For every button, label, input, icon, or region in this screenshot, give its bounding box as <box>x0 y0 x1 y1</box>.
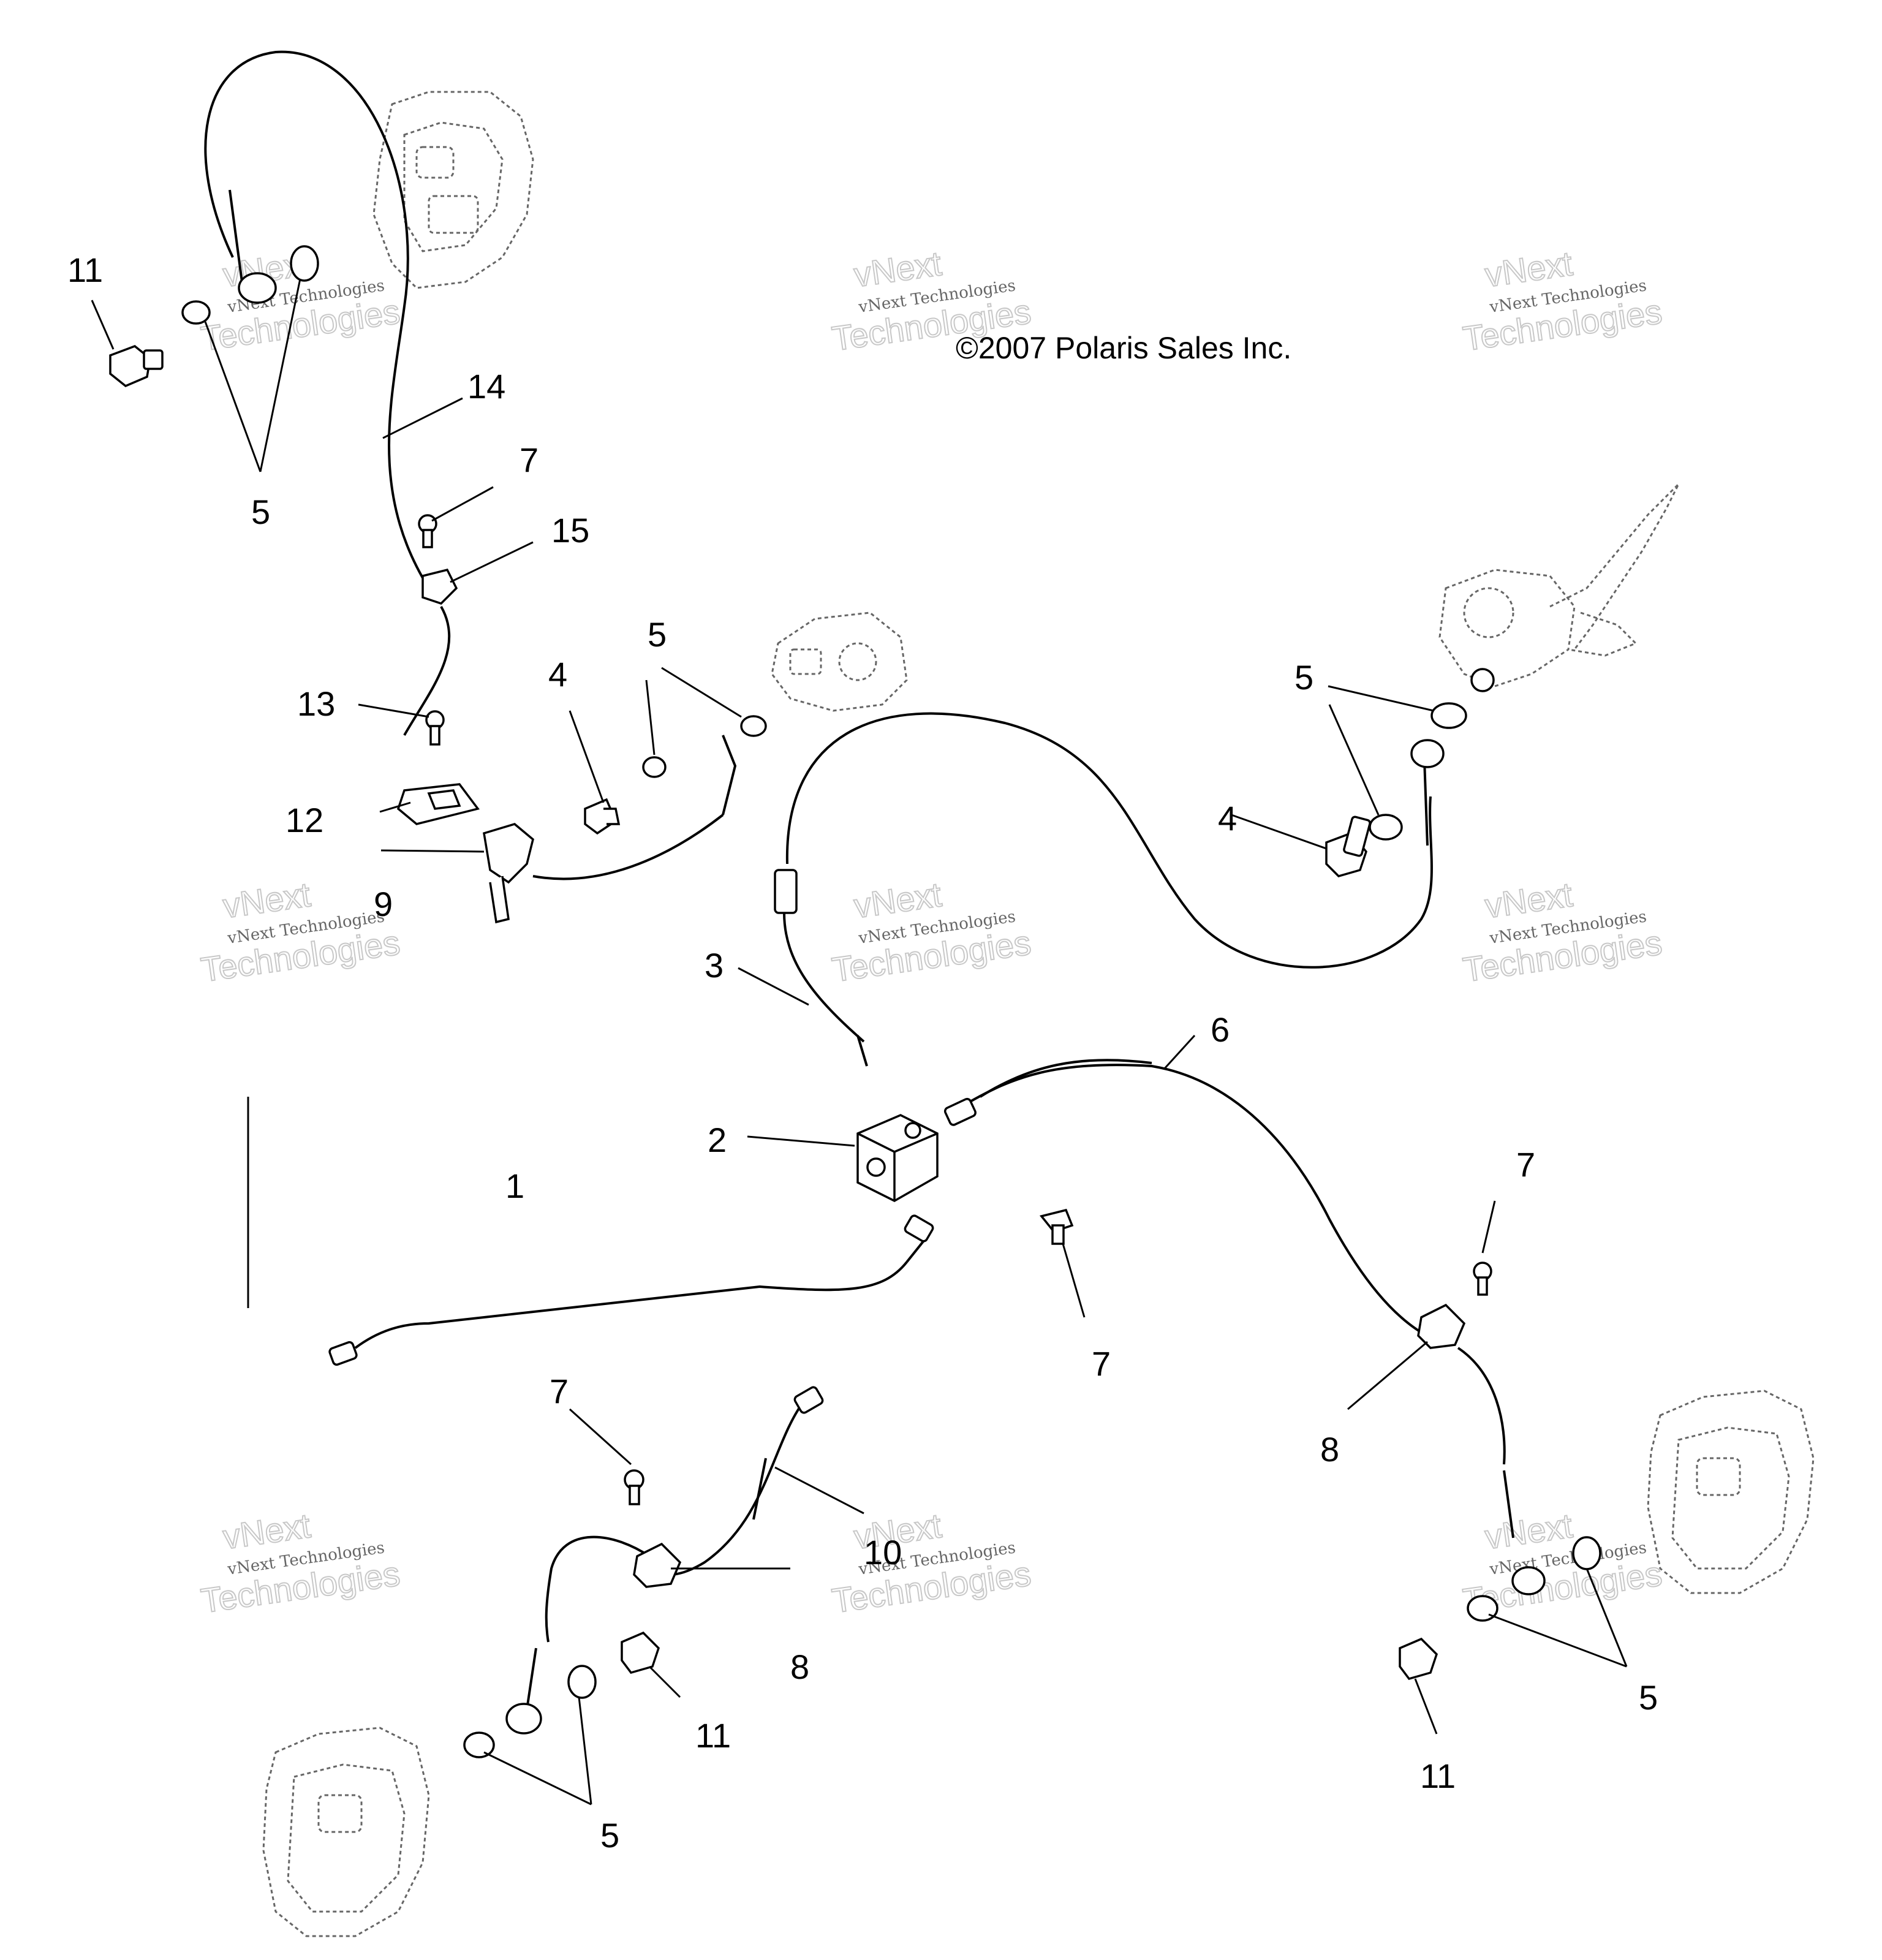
watermark-brand: vNext <box>221 1506 313 1556</box>
leader-lines <box>91 278 1628 1806</box>
part-13-screw <box>425 710 445 746</box>
label-7-left: 7 <box>550 1372 569 1410</box>
part-1-fitting-b <box>904 1214 934 1243</box>
part-8-left-clamp <box>633 1542 682 1588</box>
label-11-bottomright: 11 <box>1420 1757 1456 1795</box>
label-4-right: 4 <box>1218 799 1237 838</box>
part-2-junction-block <box>856 1114 939 1202</box>
caliper-bottom-left <box>262 1727 430 1937</box>
watermark-brand: vNext <box>1483 244 1575 294</box>
master-cylinder-right <box>1438 483 1680 692</box>
watermark-mid-left: vNext vNext Technologies Technologies <box>198 874 402 989</box>
label-11-bottomleft: 11 <box>695 1716 731 1755</box>
callout-labels: 11 5 14 7 15 13 12 9 4 5 5 4 3 6 2 1 7 7… <box>67 251 1658 1855</box>
part-7-center-screw <box>1039 1208 1074 1245</box>
brake-hoses <box>204 50 1514 1710</box>
part-7-left-screw <box>624 1469 644 1505</box>
part-15-clamp <box>421 568 458 605</box>
part-3-fitting <box>774 869 798 914</box>
label-7-top: 7 <box>520 441 539 479</box>
label-5-right: 5 <box>1294 658 1313 697</box>
label-15: 15 <box>551 511 589 550</box>
watermark-brand: vNext <box>852 244 944 294</box>
part-11-bottomleft-bolt <box>621 1631 660 1674</box>
watermark-brand: vNext <box>852 875 944 925</box>
watermark-top-right: vNext vNext Technologies Technologies <box>1460 243 1665 358</box>
copyright-notice: ©2007 Polaris Sales Inc. <box>956 331 1291 365</box>
part-4-center-bolt <box>584 798 621 835</box>
part-5-bottomleft-washers <box>463 1665 597 1758</box>
label-14: 14 <box>467 367 505 406</box>
watermark-bottom-left: vNext vNext Technologies Technologies <box>198 1505 402 1621</box>
part-5-topleft-washers <box>181 245 319 325</box>
part-5-right-washers <box>1369 702 1467 841</box>
part-11-bottomright-bolt <box>1399 1637 1438 1681</box>
label-5-center: 5 <box>648 615 667 654</box>
part-5-center-washers <box>642 715 767 778</box>
watermark-brand: vNext <box>1483 1506 1575 1556</box>
label-8-left: 8 <box>790 1648 809 1686</box>
watermark-top-center: vNext vNext Technologies Technologies <box>829 243 1034 358</box>
caliper-center-small <box>771 611 908 712</box>
part-12-bracket <box>396 783 480 825</box>
label-5-bottomleft: 5 <box>600 1816 619 1855</box>
watermark-mid-right: vNext vNext Technologies Technologies <box>1460 874 1665 989</box>
part-8-right-clamp <box>1417 1303 1466 1349</box>
label-7-right: 7 <box>1516 1145 1535 1184</box>
label-13: 13 <box>297 684 335 723</box>
watermark-brand: vNext <box>1483 875 1575 925</box>
label-11-topleft: 11 <box>67 251 103 289</box>
label-10: 10 <box>864 1533 902 1572</box>
part-4-right-bolt <box>1325 815 1371 877</box>
part-1-fitting <box>328 1341 358 1366</box>
label-6: 6 <box>1211 1010 1230 1049</box>
label-3: 3 <box>705 946 724 985</box>
label-9: 9 <box>374 885 393 923</box>
label-5-topleft: 5 <box>251 493 270 531</box>
watermark-mid-center: vNext vNext Technologies Technologies <box>829 874 1034 989</box>
label-7-center: 7 <box>1092 1344 1111 1383</box>
label-8-right: 8 <box>1320 1430 1339 1469</box>
part-7-right-screw <box>1473 1262 1492 1296</box>
part-10-fitting <box>793 1386 824 1414</box>
watermark-bottom-center: vNext vNext Technologies Technologies <box>829 1505 1034 1621</box>
label-4-center: 4 <box>548 655 567 694</box>
watermark-brand: vNext <box>221 875 313 925</box>
label-12: 12 <box>285 801 323 839</box>
part-7-top-screw <box>418 514 437 548</box>
part-9-clip <box>483 823 534 924</box>
part-11-topleft-bolt <box>109 345 164 388</box>
label-1: 1 <box>505 1167 524 1205</box>
caliper-bottom-right <box>1647 1390 1815 1594</box>
caliper-top-left <box>372 91 534 289</box>
label-2: 2 <box>708 1121 727 1159</box>
part-6-fitting <box>943 1097 977 1126</box>
label-5-bottomright: 5 <box>1639 1678 1658 1717</box>
